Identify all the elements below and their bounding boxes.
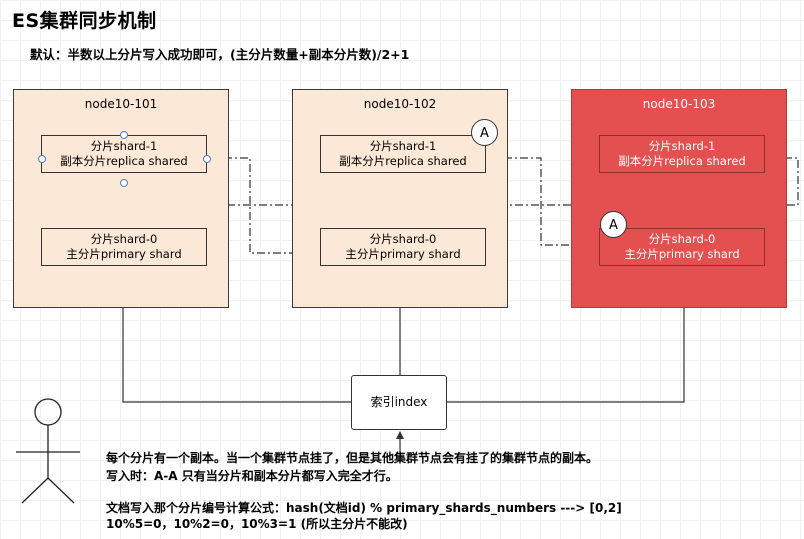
node-title: node10-102 <box>363 97 437 111</box>
shard-type-label: 副本分片replica shared <box>60 154 188 168</box>
resize-handle[interactable] <box>120 179 128 187</box>
note-line: 每个分片有一个副本。当一个集群节点挂了，但是其他集群节点会有挂了的集群节点的副本… <box>106 451 599 465</box>
node-card-102: node10-102 分片shard-1 副本分片replica shared … <box>292 89 508 308</box>
pair-badge-a: A <box>471 119 498 146</box>
shard-label: 分片shard-1 <box>90 139 158 153</box>
shard-type-label: 副本分片replica shared <box>339 154 467 168</box>
shard-type-label: 主分片primary shard <box>345 247 461 261</box>
sync-line-101-replica-to-102-primary <box>208 157 319 257</box>
shard-label: 分片shard-1 <box>648 139 716 153</box>
shard-label: 分片shard-0 <box>648 232 716 246</box>
note-line: 文档写入那个分片编号计算公式：hash(文档id) % primary_shar… <box>106 501 622 515</box>
note-line: 10%5=0，10%2=0，10%3=1 (所以主分片不能改) <box>106 517 408 531</box>
primary-shard-box[interactable]: 分片shard-0 主分片primary shard <box>41 228 207 266</box>
shard-type-label: 主分片primary shard <box>624 247 740 261</box>
index-to-node101-primary-arrow <box>119 269 352 403</box>
shard-type-label: 主分片primary shard <box>66 247 182 261</box>
default-rule-text: 默认：半数以上分片写入成功即可，(主分片数量+副本分片数)/2+1 <box>30 47 410 62</box>
index-box[interactable]: 索引index <box>351 375 447 430</box>
primary-shard-box[interactable]: 分片shard-0 主分片primary shard <box>320 228 486 266</box>
node-card-103: node10-103 分片shard-1 副本分片replica shared … <box>571 89 787 308</box>
resize-handle[interactable] <box>120 131 128 139</box>
node-title: node10-101 <box>84 97 158 111</box>
resize-handle[interactable] <box>38 155 46 163</box>
replica-shard-box[interactable]: 分片shard-1 副本分片replica shared <box>599 135 765 173</box>
shard-label: 分片shard-1 <box>369 139 437 153</box>
pair-badge-a: A <box>600 211 627 238</box>
index-to-node103-primary-arrow <box>447 269 688 403</box>
sync-line-102-replica-to-103-primary <box>488 157 598 249</box>
page-title: ES集群同步机制 <box>12 10 157 32</box>
replica-shard-box[interactable]: 分片shard-1 副本分片replica shared <box>320 135 486 173</box>
node-card-101: node10-101 分片shard-1 副本分片replica shared … <box>13 89 229 308</box>
node-title: node10-103 <box>642 97 716 111</box>
replica-shard-box[interactable]: 分片shard-1 副本分片replica shared <box>41 135 207 173</box>
shard-type-label: 副本分片replica shared <box>618 154 746 168</box>
primary-shard-box[interactable]: 分片shard-0 主分片primary shard <box>599 228 765 266</box>
shard-label: 分片shard-0 <box>90 232 158 246</box>
resize-handle[interactable] <box>203 155 211 163</box>
note-line: 写入时：A-A 只有当分片和副本分片都写入完全才行。 <box>106 469 398 483</box>
shard-label: 分片shard-0 <box>369 232 437 246</box>
user-actor-icon <box>16 398 80 504</box>
